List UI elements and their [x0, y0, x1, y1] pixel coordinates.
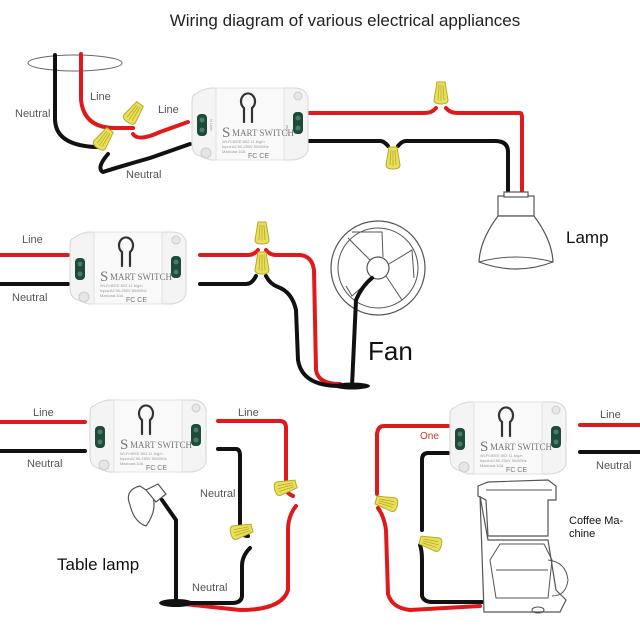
neutral-wire — [304, 139, 510, 198]
wire-label-neutral: Neutral — [12, 292, 47, 304]
wire-label-line: Line — [600, 409, 621, 421]
smart-switch: S MART SWITCH Wi-Fi:IEEE 802.11 b/g/n In… — [88, 398, 208, 474]
neutral-wire — [198, 274, 342, 388]
switch-terminal-label: N Line — [209, 119, 214, 131]
wire-label-neutral: Neutral — [192, 582, 227, 594]
neutral-wire — [418, 451, 484, 604]
circuit-table-lamp: S MART SWITCH Wi-Fi:IEEE 802.11 b/g/n In… — [0, 398, 299, 612]
coffee-machine-icon — [477, 479, 569, 614]
coffee-machine-label: Coffee Ma- — [569, 515, 624, 527]
wire-label-neutral: Neutral — [126, 169, 161, 181]
line-wire — [375, 424, 482, 612]
circuit-coffee-machine: S MART SWITCH Wi-Fi:IEEE 802.11 b/g/n In… — [373, 400, 640, 614]
switch-spec: Input:AC90-250V 50/60Hz — [222, 144, 269, 149]
wire-label-neutral: Neutral — [15, 108, 50, 120]
wire-label-line: Line — [22, 234, 43, 246]
switch-spec: Wi-Fi:IEEE 802.11 b/g/n — [222, 139, 265, 144]
switch-brand-initial: S — [480, 439, 488, 455]
fan-base — [334, 382, 370, 390]
wire-nut — [254, 221, 270, 245]
wire-nut — [385, 146, 401, 170]
wire-label-line: Line — [158, 104, 179, 116]
switch-spec: Input:AC90-250V 50/60Hz — [480, 458, 527, 463]
line-wire — [304, 106, 524, 198]
switch-spec: Wi-Fi:IEEE 802.11 b/g/n — [120, 451, 163, 456]
switch-spec: Maxload:10A — [100, 293, 124, 298]
switch-brand-initial: S — [120, 437, 128, 453]
switch-spec: Maxload:10A — [480, 463, 504, 468]
neutral-wire — [98, 142, 192, 174]
ceiling-box-outline — [27, 54, 123, 72]
line-wire — [131, 120, 190, 140]
switch-brand-initial: S — [222, 125, 230, 141]
circuit-lamp: S MART SWITCH Wi-Fi:IEEE 802.11 b/g/n In… — [15, 52, 609, 270]
switch-cert: FC CE — [248, 153, 269, 160]
line-wire — [79, 52, 135, 130]
line-wire — [198, 248, 342, 386]
switch-brand: MART SWITCH — [490, 442, 553, 452]
switch-cert: FC CE — [506, 467, 527, 474]
wire-nut — [121, 99, 147, 127]
switch-brand: MART SWITCH — [130, 440, 193, 450]
switch-cert: FC CE — [126, 297, 147, 304]
switch-spec: Maxload:10A — [222, 149, 246, 154]
switch-cert: FC CE — [146, 465, 167, 472]
switch-brand-initial: S — [100, 269, 108, 285]
wire-label-neutral: Neutral — [596, 460, 631, 472]
table-lamp-label: Table lamp — [57, 555, 139, 574]
switch-terminal-label: Load — [284, 125, 289, 134]
fan-icon — [330, 220, 426, 390]
smart-switch: S MART SWITCH Wi-Fi:IEEE 802.11 b/g/n In… — [448, 400, 568, 476]
wire-label-one: One — [420, 431, 439, 442]
diagram-title: Wiring diagram of various electrical app… — [170, 11, 521, 30]
wire-label-neutral: Neutral — [27, 458, 62, 470]
wire-nut — [254, 251, 270, 275]
neutral-wire — [53, 53, 105, 149]
coffee-machine-label: chine — [569, 528, 595, 540]
wire-label-line: Line — [90, 91, 111, 103]
switch-brand: MART SWITCH — [232, 128, 295, 138]
wire-nut — [433, 81, 449, 105]
switch-spec: Wi-Fi:IEEE 802.11 b/g/n — [480, 453, 523, 458]
wire-label-neutral: Neutral — [200, 488, 235, 500]
switch-spec: Input:AC90-250V 50/60Hz — [120, 456, 167, 461]
wire-label-line: Line — [33, 407, 54, 419]
lamp-icon — [478, 191, 554, 270]
wire-label-line: Line — [238, 407, 259, 419]
smart-switch: S MART SWITCH Wi-Fi:IEEE 802.11 b/g/n In… — [190, 86, 310, 162]
circuit-fan: S MART SWITCH Wi-Fi:IEEE 802.11 b/g/n In… — [0, 220, 426, 390]
switch-spec: Maxload:10A — [120, 461, 144, 466]
line-wire — [173, 419, 298, 612]
fan-label: Fan — [368, 336, 413, 366]
smart-switch: S MART SWITCH Wi-Fi:IEEE 802.11 b/g/n In… — [68, 230, 188, 306]
switch-spec: Wi-Fi:IEEE 802.11 b/g/n — [100, 283, 143, 288]
table-lamp-icon — [127, 483, 193, 607]
lamp-label: Lamp — [566, 228, 609, 247]
switch-brand: MART SWITCH — [110, 272, 173, 282]
switch-spec: Input:AC90-250V 50/60Hz — [100, 288, 147, 293]
